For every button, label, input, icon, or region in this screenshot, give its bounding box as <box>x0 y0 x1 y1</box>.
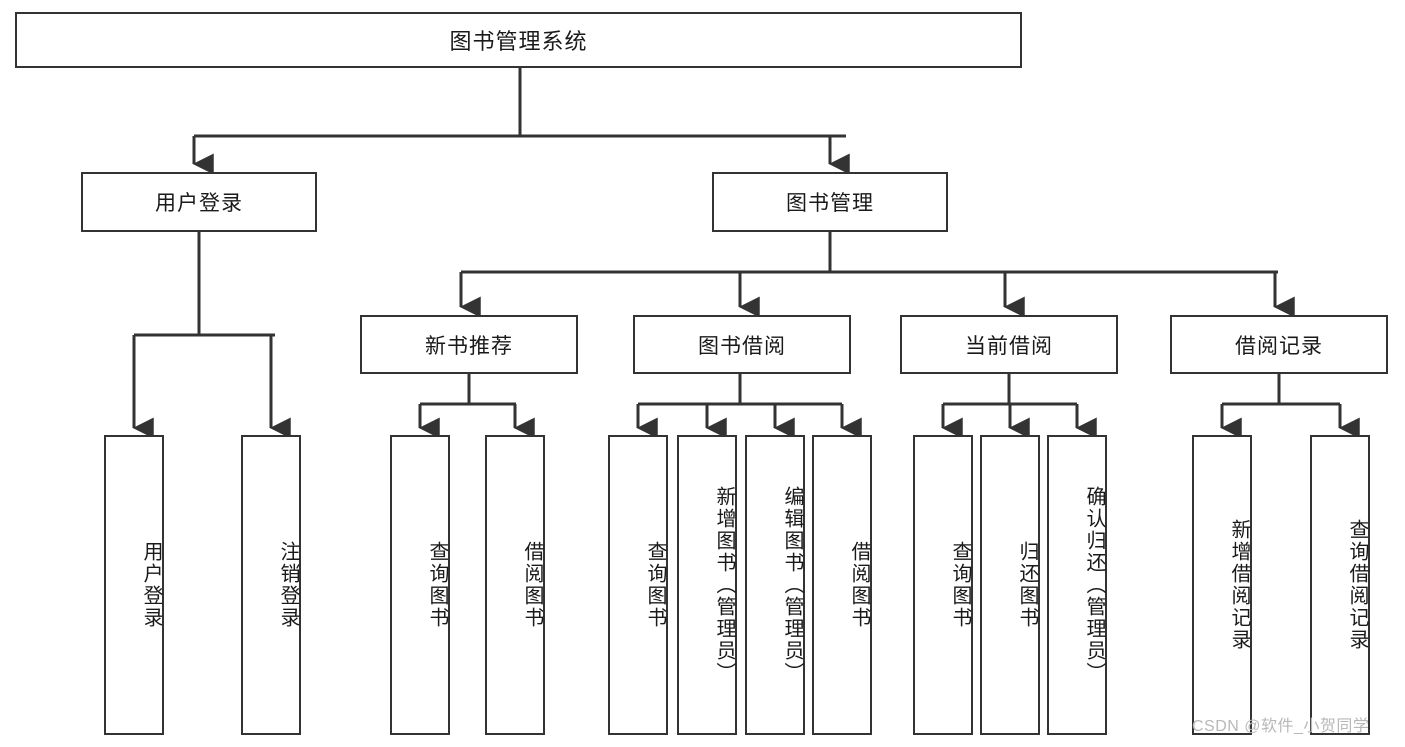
leaf-current-query-book[interactable]: 查询图书 <box>913 435 973 735</box>
leaf-recommend-borrow-book[interactable]: 借阅图书 <box>485 435 545 735</box>
node-new-book-recommend[interactable]: 新书推荐 <box>360 315 578 374</box>
node-current-borrow[interactable]: 当前借阅 <box>900 315 1118 374</box>
node-book-management[interactable]: 图书管理 <box>712 172 948 232</box>
leaf-borrow-query-book[interactable]: 查询图书 <box>608 435 668 735</box>
leaf-borrow-borrow-book[interactable]: 借阅图书 <box>812 435 872 735</box>
node-borrow-record[interactable]: 借阅记录 <box>1170 315 1388 374</box>
node-book-borrow[interactable]: 图书借阅 <box>633 315 851 374</box>
leaf-borrow-add-book-admin[interactable]: 新增图书（管理员） <box>677 435 737 735</box>
leaf-record-add-record[interactable]: 新增借阅记录 <box>1192 435 1252 735</box>
leaf-user-login-logout[interactable]: 注销登录 <box>241 435 301 735</box>
leaf-record-query-record[interactable]: 查询借阅记录 <box>1310 435 1370 735</box>
leaf-recommend-query-book[interactable]: 查询图书 <box>390 435 450 735</box>
node-root-system[interactable]: 图书管理系统 <box>15 12 1022 68</box>
leaf-current-confirm-return-admin[interactable]: 确认归还（管理员） <box>1047 435 1107 735</box>
leaf-current-return-book[interactable]: 归还图书 <box>980 435 1040 735</box>
node-user-login[interactable]: 用户登录 <box>81 172 317 232</box>
watermark: CSDN @软件_小贺同学 <box>1192 718 1370 735</box>
leaf-user-login-login[interactable]: 用户登录 <box>104 435 164 735</box>
leaf-borrow-edit-book-admin[interactable]: 编辑图书（管理员） <box>745 435 805 735</box>
